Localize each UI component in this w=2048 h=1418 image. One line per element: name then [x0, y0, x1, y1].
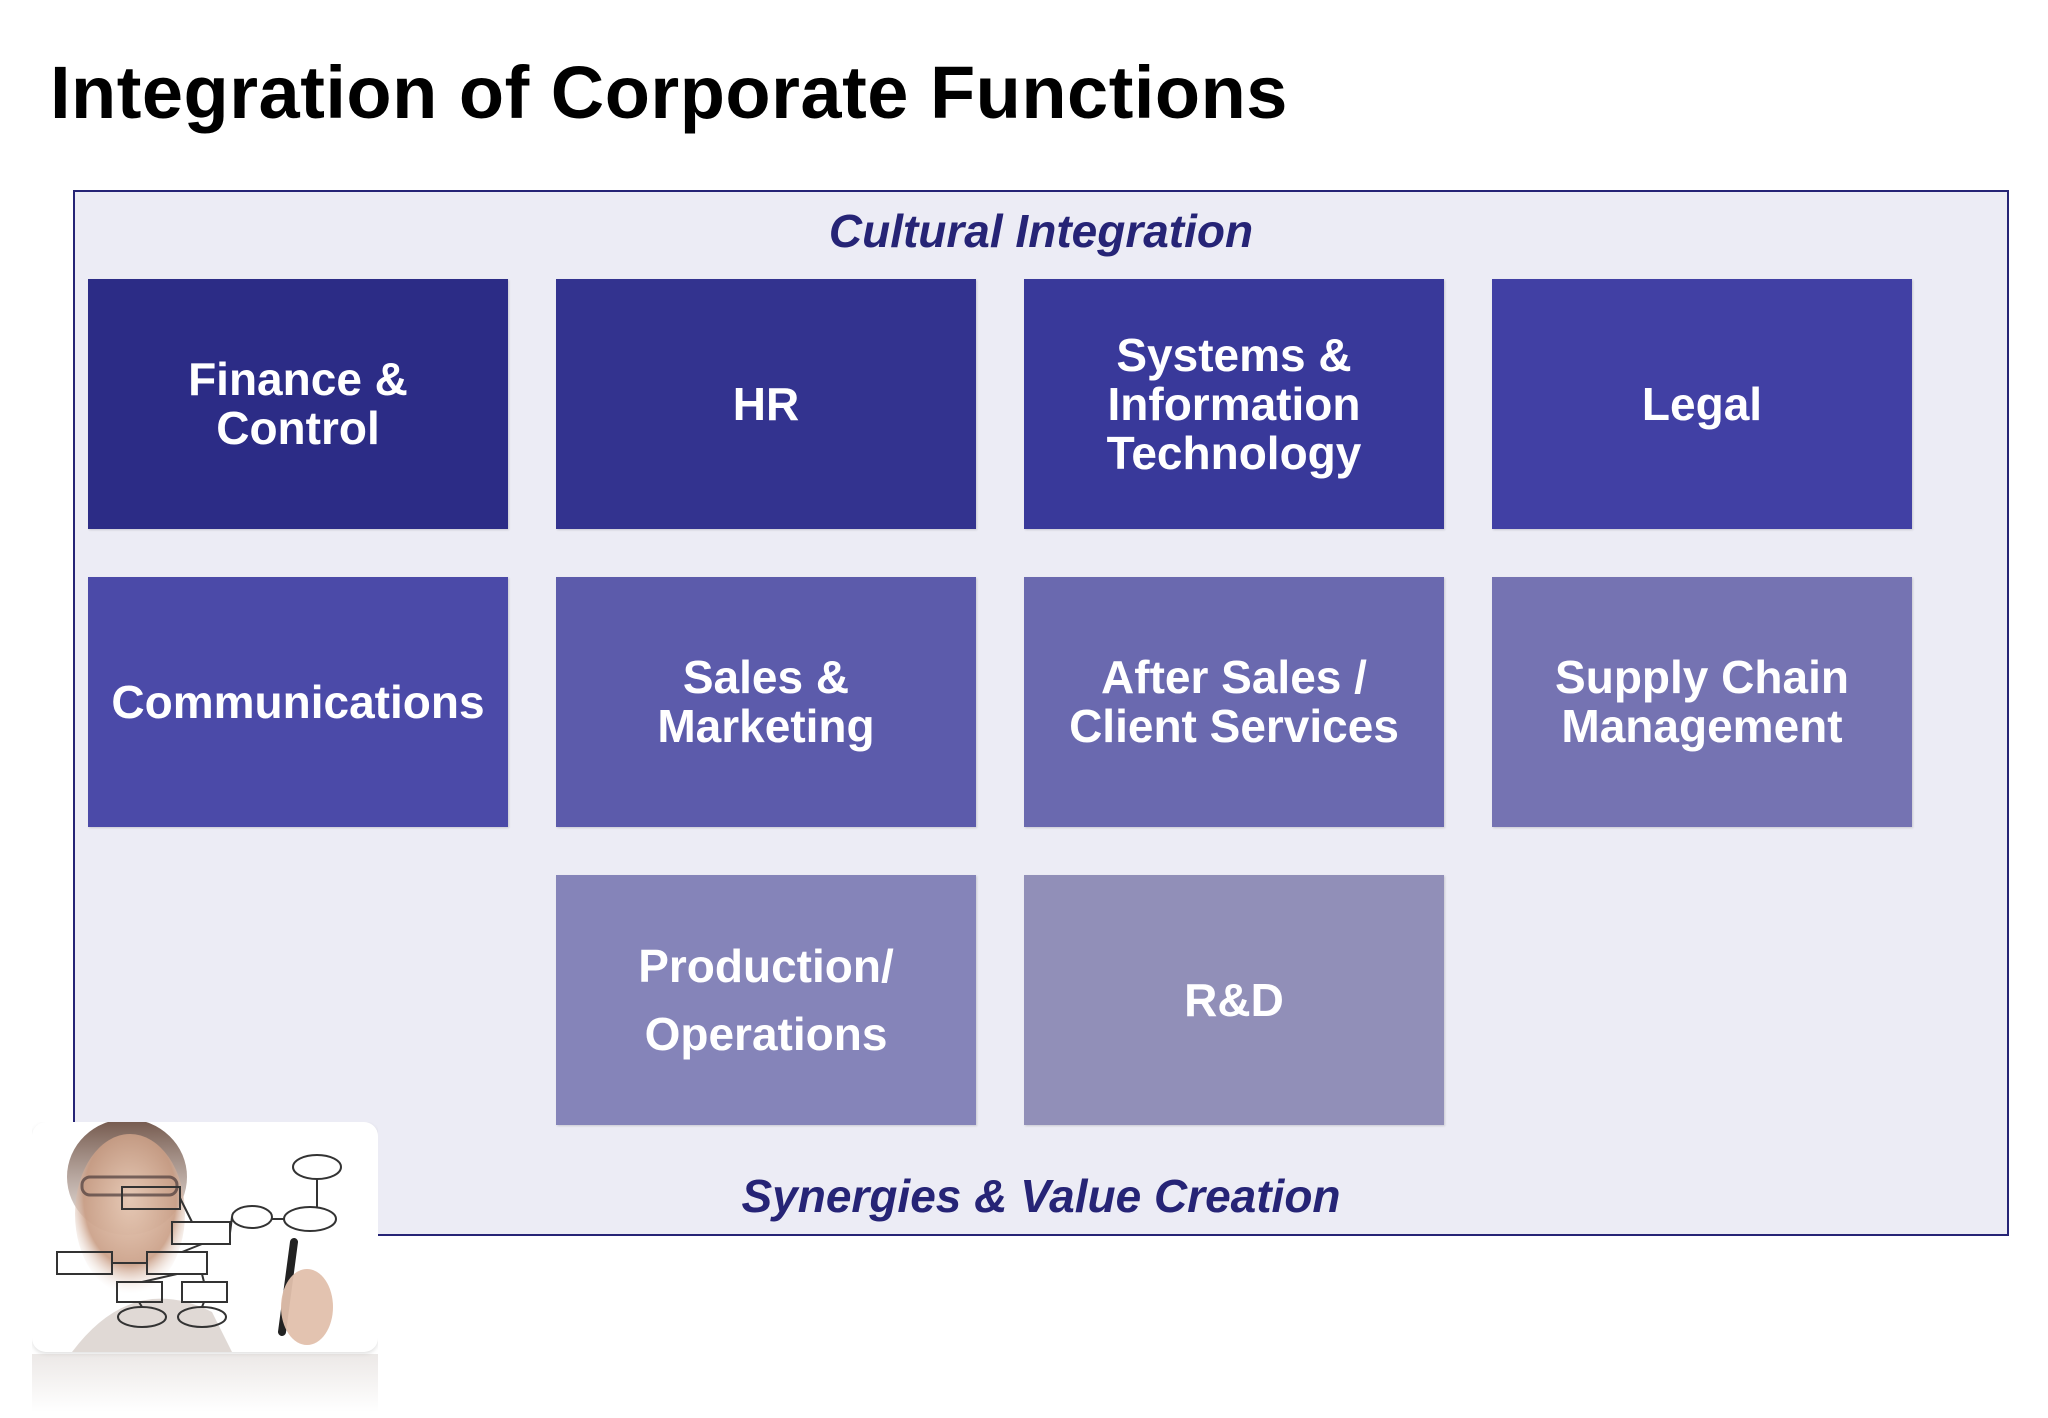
flowchart-sketch-icon	[56, 1122, 342, 1352]
function-label: HR	[732, 377, 800, 430]
photo-reflection	[32, 1354, 378, 1412]
cultural-integration-caption: Cultural Integration	[828, 205, 1254, 257]
function-label: Communications	[111, 675, 485, 728]
function-box-hr: HR	[556, 279, 976, 529]
function-label: Sales & Marketing	[657, 651, 875, 752]
function-label: R&D	[1184, 973, 1284, 1026]
function-label: Systems & Information Technology	[1106, 328, 1362, 479]
function-box-finance-control: Finance & Control	[88, 279, 508, 529]
function-box-supply-chain: Supply Chain Management	[1492, 577, 1912, 827]
synergies-caption: Synergies & Value Creation	[741, 1170, 1341, 1222]
function-label: Finance & Control	[188, 353, 408, 454]
function-label: Legal	[1641, 377, 1763, 430]
function-box-communications: Communications	[88, 577, 508, 827]
function-box-legal: Legal	[1492, 279, 1912, 529]
function-box-rnd: R&D	[1024, 875, 1444, 1125]
function-label: Supply Chain Management	[1555, 651, 1849, 752]
person-drawing-flowchart-photo	[32, 1122, 378, 1412]
function-box-after-sales: After Sales / Client Services	[1024, 577, 1444, 827]
function-box-sales-marketing: Sales & Marketing	[556, 577, 976, 827]
function-label: Production/ Operations	[638, 940, 894, 1060]
function-box-systems-it: Systems & Information Technology	[1024, 279, 1444, 529]
integration-frame: Cultural Integration Finance & Control H…	[73, 190, 2009, 1236]
function-label: After Sales / Client Services	[1069, 651, 1399, 752]
photo-card	[32, 1122, 378, 1352]
function-box-production-operations: Production/ Operations	[556, 875, 976, 1125]
slide-title: Integration of Corporate Functions	[50, 51, 1288, 134]
